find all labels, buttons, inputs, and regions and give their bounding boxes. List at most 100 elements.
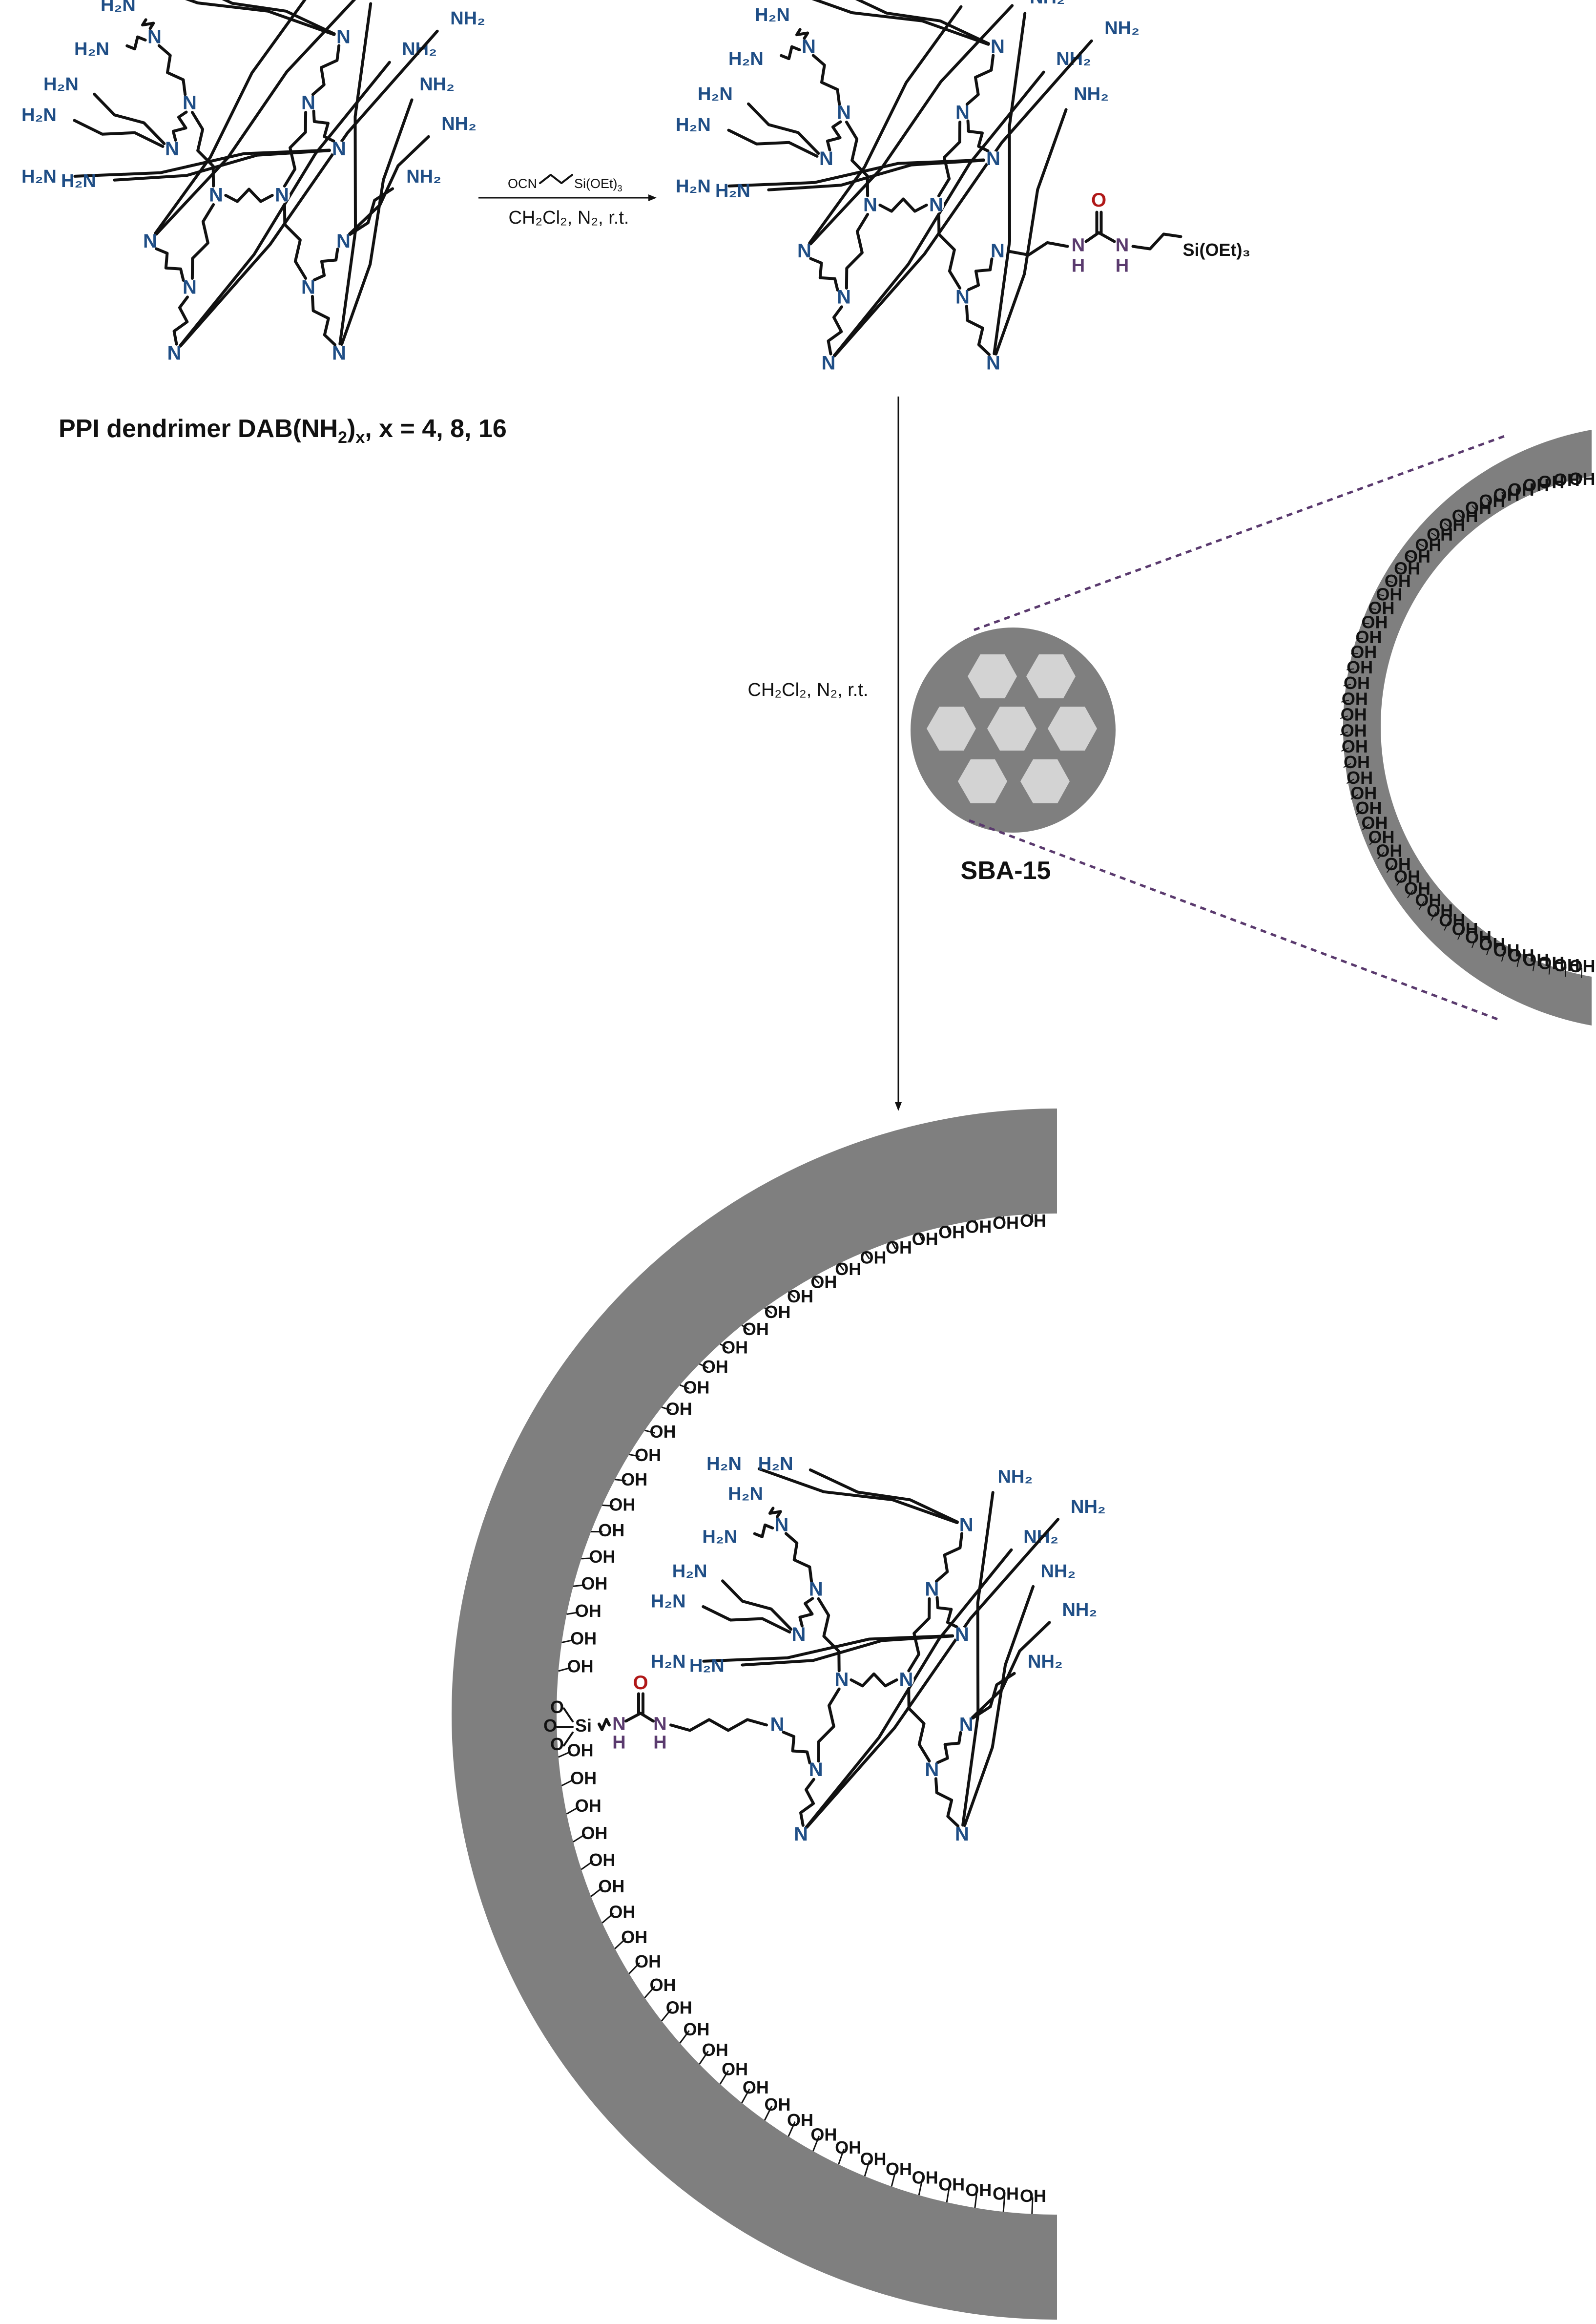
amine-end-group: H₂N [101, 0, 136, 16]
tertiary-amine-n: N [955, 286, 970, 308]
tertiary-amine-n: N [959, 1714, 974, 1736]
silanol-oh: OH [702, 1357, 728, 1377]
silanol-oh: OH [886, 2159, 912, 2179]
silanol-oh: OH [621, 1927, 647, 1947]
tertiary-amine-n: N [955, 1624, 969, 1645]
bond [342, 100, 412, 344]
bond [880, 199, 926, 211]
amine-end-group: H₂N [651, 1591, 686, 1612]
amine-end-group: H₂N [715, 181, 750, 201]
silanol-oh: OH [635, 1445, 661, 1465]
tertiary-amine-n: N [837, 102, 851, 123]
bond [996, 109, 1066, 354]
amine-end-group: NH₂ [450, 8, 485, 29]
reaction-arrow-1: OCN Si(OEt)3 CH₂Cl₂, N₂, r.t. [478, 175, 657, 228]
silanol-oh: OH [965, 1216, 992, 1236]
amine-end-group: NH₂ [1062, 1600, 1097, 1620]
amine-end-group: H₂N [706, 1454, 742, 1474]
tertiary-amine-n: N [925, 1759, 939, 1780]
siloxane-oxygen: O [550, 1697, 564, 1717]
silanol-oh: OH [684, 1377, 710, 1397]
tertiary-amine-n: N [774, 1514, 788, 1536]
urea-nitrogen: N [1116, 235, 1129, 256]
tertiary-amine-n: N [991, 36, 1005, 57]
silanol-oh: OH [650, 1975, 676, 1995]
tertiary-amine-n: N [165, 138, 179, 160]
amine-end-group: H₂N [676, 115, 711, 135]
tertiary-amine-n: N [986, 352, 1000, 374]
bond [159, 46, 185, 95]
reagent-silyl: Si(OEt)3 [574, 176, 622, 193]
silanol-oh: OH [722, 1337, 748, 1357]
bond [938, 1733, 961, 1763]
tertiary-amine-n: N [955, 1823, 969, 1845]
bond [967, 56, 993, 105]
tertiary-amine-n: N [809, 1579, 823, 1600]
silanol-oh: OH [684, 2019, 710, 2039]
amine-end-group: H₂N [21, 105, 57, 126]
silanol-oh: OH [581, 1573, 607, 1593]
bond [851, 1674, 896, 1686]
silanol-oh: OH [635, 1951, 661, 1971]
tertiary-amine-n: N [822, 352, 836, 374]
bond [723, 1581, 791, 1629]
tertiary-amine-n: N [183, 92, 197, 113]
silanol-oh: OH [666, 1997, 692, 2017]
tertiary-amine-n: N [925, 1579, 939, 1600]
amine-end-group: H₂N [698, 84, 733, 105]
bond [742, 1636, 953, 1665]
reagent-ocn: OCN [508, 176, 537, 191]
silanol-oh: OH [570, 1768, 597, 1788]
bond [285, 205, 306, 278]
silanol-oh: OH [787, 1286, 813, 1306]
bond [969, 259, 992, 290]
amine-end-group: H₂N [651, 1652, 686, 1672]
tertiary-amine-n: N [275, 184, 289, 206]
bond [786, 1533, 811, 1581]
amine-end-group: NH₂ [997, 1466, 1033, 1487]
tertiary-amine-n: N [802, 36, 816, 57]
bond [786, 0, 989, 44]
siloxane-oxygen: O [550, 1734, 564, 1754]
silanol-oh: OH [666, 1399, 692, 1419]
tertiary-amine-n: N [955, 102, 970, 123]
arrow-head [895, 1102, 902, 1111]
conditions-1: CH₂Cl₂, N₂, r.t. [509, 208, 629, 228]
amine-end-group: NH₂ [1104, 18, 1140, 39]
amine-end-group: H₂N [758, 1454, 793, 1474]
bond [810, 259, 837, 291]
tertiary-amine-n: N [336, 230, 351, 252]
silanol-oh: OH [965, 2180, 992, 2200]
tertiary-amine-n: N [959, 1514, 974, 1536]
silanol-oh: OH [938, 2175, 965, 2195]
tertiary-amine-n: N [143, 230, 157, 252]
tertiary-amine-n: N [986, 148, 1000, 169]
bond [784, 1732, 810, 1763]
bond [994, 14, 1025, 354]
tertiary-amine-n: N [332, 138, 346, 160]
bond [314, 249, 338, 280]
conditions-2: CH₂Cl₂, N₂, r.t. [748, 680, 869, 700]
amine-end-group: H₂N [728, 1484, 763, 1505]
amine-end-group: H₂N [689, 1656, 725, 1676]
zoomed-pore: OHOHOHOHOHOHOHOHOHOHOHOHOHOHOHOHOHOHOHOH… [1340, 430, 1595, 1026]
arrow-head [648, 194, 657, 201]
bond [819, 1689, 839, 1761]
tertiary-amine-n: N [929, 194, 943, 215]
silanol-oh: OH [860, 1247, 886, 1267]
bond [312, 296, 335, 345]
silanol-oh: OH [1020, 2186, 1046, 2206]
tertiary-amine-n: N [209, 184, 223, 206]
silanol-oh: OH [609, 1902, 635, 1922]
silanol-oh: OH [589, 1547, 615, 1567]
amine-end-group: NH₂ [1071, 1497, 1106, 1517]
silanol-oh: OH [743, 1319, 769, 1339]
silanol-oh: OH [589, 1850, 615, 1870]
bond [192, 205, 213, 278]
amine-end-group: H₂N [61, 171, 96, 191]
silanol-oh: OH [912, 1229, 938, 1249]
tertiary-amine-n: N [336, 26, 351, 47]
silanol-oh: OH [598, 1520, 624, 1540]
